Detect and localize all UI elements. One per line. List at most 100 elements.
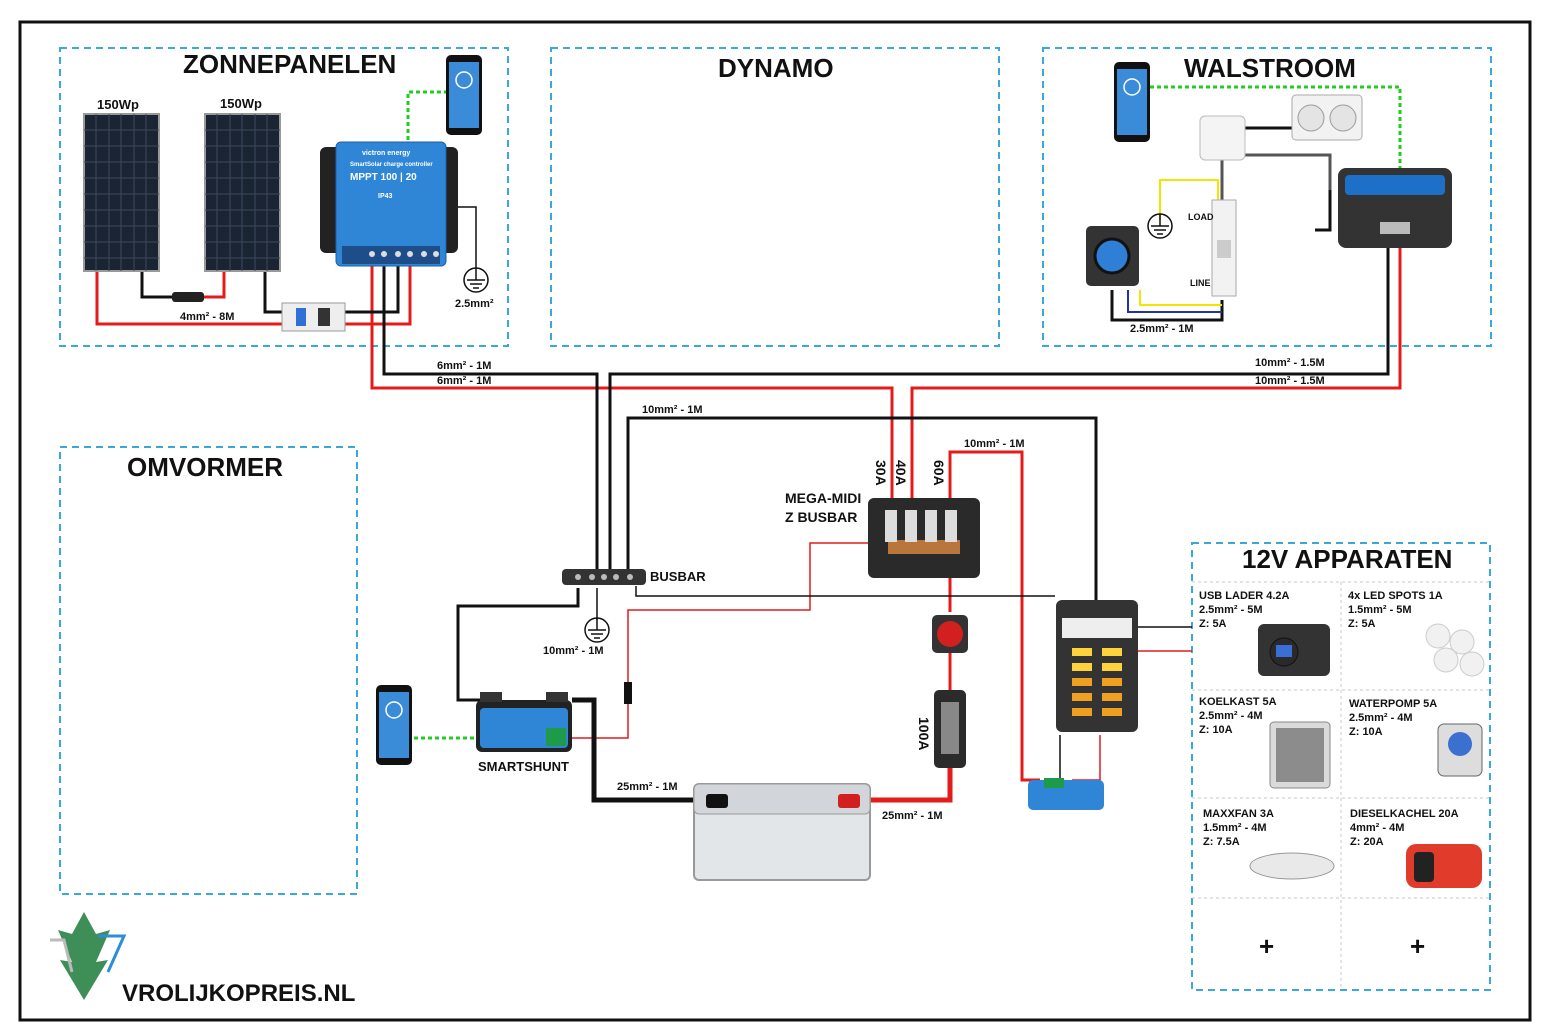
wires-negative <box>140 190 1390 803</box>
appliance-name: MAXXFAN 3A <box>1203 808 1274 820</box>
shore-inlet <box>1086 226 1139 286</box>
label-cable-fuse-victron: 10mm² - 1M <box>964 438 1025 450</box>
appliance-cable: 1.5mm² - 5M <box>1348 604 1412 616</box>
section-dynamo <box>550 47 1000 347</box>
mega-midi-busbar <box>868 498 980 578</box>
label-controller-ip: IP43 <box>378 193 393 200</box>
bluetooth-links <box>406 85 1402 740</box>
label-fuse-30a: 30A <box>873 460 889 486</box>
rcd-breaker <box>1211 199 1237 297</box>
label-cable-battery-neg: 25mm² - 1M <box>617 781 678 793</box>
solar-panel-2 <box>204 113 281 272</box>
battery-switch <box>932 615 968 653</box>
label-mega-midi: MEGA-MIDI <box>785 490 862 506</box>
fridge-image <box>1269 721 1331 789</box>
waterpump-image <box>1437 723 1483 777</box>
title-omvormer: OMVORMER <box>127 452 283 482</box>
ground-symbol-busbar <box>584 617 610 643</box>
footer-brand: VROLIJKOPREIS.NL <box>122 980 356 1007</box>
appliance-fuse: Z: 10A <box>1349 726 1383 738</box>
wires-walstroom <box>1110 126 1332 322</box>
outer-frame <box>18 20 1532 1022</box>
appliance-cable: 2.5mm² - 4M <box>1349 712 1413 724</box>
label-cable-busbar-neg: 10mm² - 1M <box>642 404 703 416</box>
label-cable-charger-1: 10mm² - 1.5M <box>1255 357 1325 369</box>
label-controller-sub: SmartSolar charge controller <box>350 162 433 168</box>
label-fuse-60a: 60A <box>931 460 947 486</box>
label-load: LOAD <box>1188 212 1214 222</box>
label-smartshunt: SMARTSHUNT <box>478 759 569 774</box>
label-busbar: BUSBAR <box>650 569 706 584</box>
led-spots-image <box>1425 623 1485 677</box>
phone-solar <box>446 55 482 135</box>
appliance-led-spots: 4x LED SPOTS 1A 1.5mm² - 5M Z: 5A <box>1348 589 1443 631</box>
appliance-name: DIESELKACHEL 20A <box>1350 808 1459 820</box>
mega-fuse-100a <box>934 690 966 768</box>
appliance-fuse: Z: 5A <box>1199 618 1227 630</box>
battery-charger <box>1338 168 1452 248</box>
label-panel-1: 150Wp <box>97 97 139 112</box>
appliance-add-right: + <box>1410 931 1426 961</box>
appliance-name: WATERPOMP 5A <box>1349 698 1438 710</box>
appliance-cable: 2.5mm² - 5M <box>1199 604 1263 616</box>
junction-box <box>1199 115 1246 161</box>
appliance-fuse: Z: 5A <box>1348 618 1376 630</box>
wall-socket <box>1291 94 1363 141</box>
section-omvormer <box>59 446 358 895</box>
inline-fuse <box>624 682 632 704</box>
busbar <box>562 569 646 585</box>
label-line: LINE <box>1190 278 1211 288</box>
appliance-grid <box>1192 581 1490 990</box>
appliance-fuse: Z: 20A <box>1350 836 1384 848</box>
wires-positive <box>95 230 1402 803</box>
appliance-waterpump: WATERPOMP 5A 2.5mm² - 4M Z: 10A <box>1349 697 1437 739</box>
appliance-fuse: Z: 7.5A <box>1203 836 1240 848</box>
appliance-fuse: Z: 10A <box>1199 724 1233 736</box>
label-controller-brand: victron energy <box>362 150 411 157</box>
label-controller-model: MPPT 100 | 20 <box>350 172 417 183</box>
mppt-controller <box>320 141 458 267</box>
appliance-cable: 2.5mm² - 4M <box>1199 710 1263 722</box>
title-dynamo: DYNAMO <box>718 53 834 83</box>
usb-charger-image <box>1258 624 1330 676</box>
phone-walstroom <box>1114 62 1150 142</box>
dieselheater-image <box>1406 844 1482 888</box>
smartshunt-device <box>476 692 572 752</box>
ground-symbol-mppt <box>463 267 489 293</box>
label-cable-walstroom: 2.5mm² - 1M <box>1130 323 1194 335</box>
appliance-maxxfan: MAXXFAN 3A 1.5mm² - 4M Z: 7.5A <box>1203 807 1274 849</box>
fuse-box <box>1056 600 1138 732</box>
label-cable-battery-pos: 25mm² - 1M <box>882 810 943 822</box>
label-fuse-100a: 100A <box>916 717 932 751</box>
appliance-cable: 1.5mm² - 4M <box>1203 822 1267 834</box>
appliance-dieselheater: DIESELKACHEL 20A 4mm² - 4M Z: 20A <box>1350 807 1459 849</box>
appliance-fridge: KOELKAST 5A 2.5mm² - 4M Z: 10A <box>1199 695 1277 737</box>
title-apparaten: 12V APPARATEN <box>1242 544 1453 574</box>
section-apparaten <box>1191 542 1491 991</box>
logo-tree <box>50 912 127 1000</box>
appliance-name: KOELKAST 5A <box>1199 696 1277 708</box>
ground-symbol-walstroom <box>1147 213 1173 239</box>
label-fuse-40a: 40A <box>893 460 909 486</box>
label-panel-2: 150Wp <box>220 96 262 111</box>
mc4-connector <box>172 292 204 302</box>
battery-protect <box>1028 778 1104 810</box>
maxxfan-image <box>1249 852 1335 880</box>
label-cable-charger-2: 10mm² - 1.5M <box>1255 375 1325 387</box>
appliance-add-left: + <box>1259 931 1275 961</box>
title-zonnepanelen: ZONNEPANELEN <box>183 49 397 79</box>
label-cable-mppt-1: 6mm² - 1M <box>437 360 492 372</box>
pv-breaker <box>281 302 346 332</box>
battery <box>693 783 871 881</box>
appliance-name: 4x LED SPOTS 1A <box>1348 590 1443 602</box>
appliance-usb-charger: USB LADER 4.2A 2.5mm² - 5M Z: 5A <box>1199 589 1289 631</box>
label-cable-panels: 4mm² - 8M <box>180 311 235 323</box>
label-mega-midi-busbar: Z BUSBAR <box>785 509 858 525</box>
appliance-name: USB LADER 4.2A <box>1199 590 1290 602</box>
phone-smartshunt <box>376 685 412 765</box>
title-walstroom: WALSTROOM <box>1184 53 1356 83</box>
label-cable-mppt-2: 6mm² - 1M <box>437 375 492 387</box>
label-cable-busbar-ground: 10mm² - 1M <box>543 645 604 657</box>
label-cable-ground-mppt: 2.5mm² <box>455 298 494 310</box>
